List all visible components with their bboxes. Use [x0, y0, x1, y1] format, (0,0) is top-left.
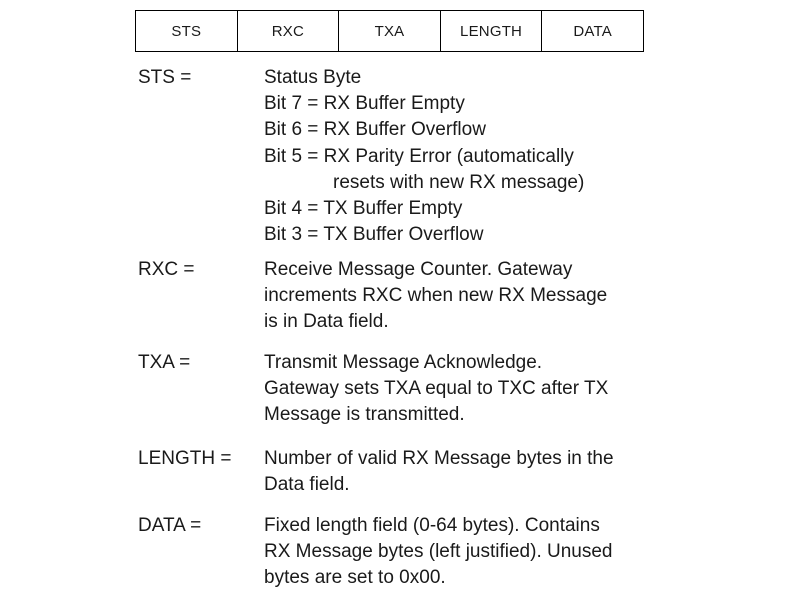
- definition-description: Fixed length field (0-64 bytes). Contain…: [264, 513, 774, 592]
- description-line: RX Message bytes (left justified). Unuse…: [264, 541, 613, 563]
- description-line: Receive Message Counter. Gateway: [264, 259, 573, 280]
- description-line: Gateway sets TXA equal to TXC after TX: [264, 378, 609, 400]
- description-line: Bit 7 = RX Buffer Empty: [264, 93, 465, 115]
- description-line: Bit 4 = TX Buffer Empty: [264, 198, 463, 220]
- field-cell-data: DATA: [573, 22, 612, 40]
- field-cell-length: LENGTH: [441, 11, 543, 51]
- description-line: Number of valid RX Message bytes in the: [264, 448, 614, 469]
- description-line: Fixed length field (0-64 bytes). Contain…: [264, 515, 600, 536]
- description-line: Data field.: [264, 474, 350, 496]
- definition-term: STS =: [138, 67, 192, 88]
- description-line: Bit 3 = TX Buffer Overflow: [264, 224, 484, 246]
- description-line: Transmit Message Acknowledge.: [264, 352, 543, 373]
- description-line: bytes are set to 0x00.: [264, 567, 446, 589]
- definition-term: LENGTH =: [138, 448, 232, 469]
- description-line: increments RXC when new RX Message: [264, 285, 608, 307]
- definition-description: Receive Message Counter. Gateway increme…: [264, 257, 774, 336]
- field-cell-sts: STS: [136, 11, 238, 51]
- field-cell-txa: TXA: [339, 11, 441, 51]
- description-line: is in Data field.: [264, 311, 389, 333]
- description-line: Bit 6 = RX Buffer Overflow: [264, 119, 486, 141]
- definition-term: TXA =: [138, 352, 191, 373]
- definition-description: Status Byte Bit 7 = RX Buffer Empty Bit …: [264, 65, 774, 248]
- definition-description: Number of valid RX Message bytes in the …: [264, 446, 774, 498]
- definition-term: RXC =: [138, 259, 195, 280]
- definition-description: Transmit Message Acknowledge. Gateway se…: [264, 350, 774, 429]
- description-line: Bit 5 = RX Parity Error (automatically: [264, 145, 574, 167]
- description-line: resets with new RX message): [333, 171, 585, 193]
- field-cell-rxc: RXC: [238, 11, 340, 51]
- field-layout-table: STS RXC TXA LENGTH DATA: [135, 10, 644, 52]
- description-line: Message is transmitted.: [264, 404, 465, 426]
- definition-term: DATA =: [138, 515, 202, 536]
- description-line: Status Byte: [264, 67, 362, 88]
